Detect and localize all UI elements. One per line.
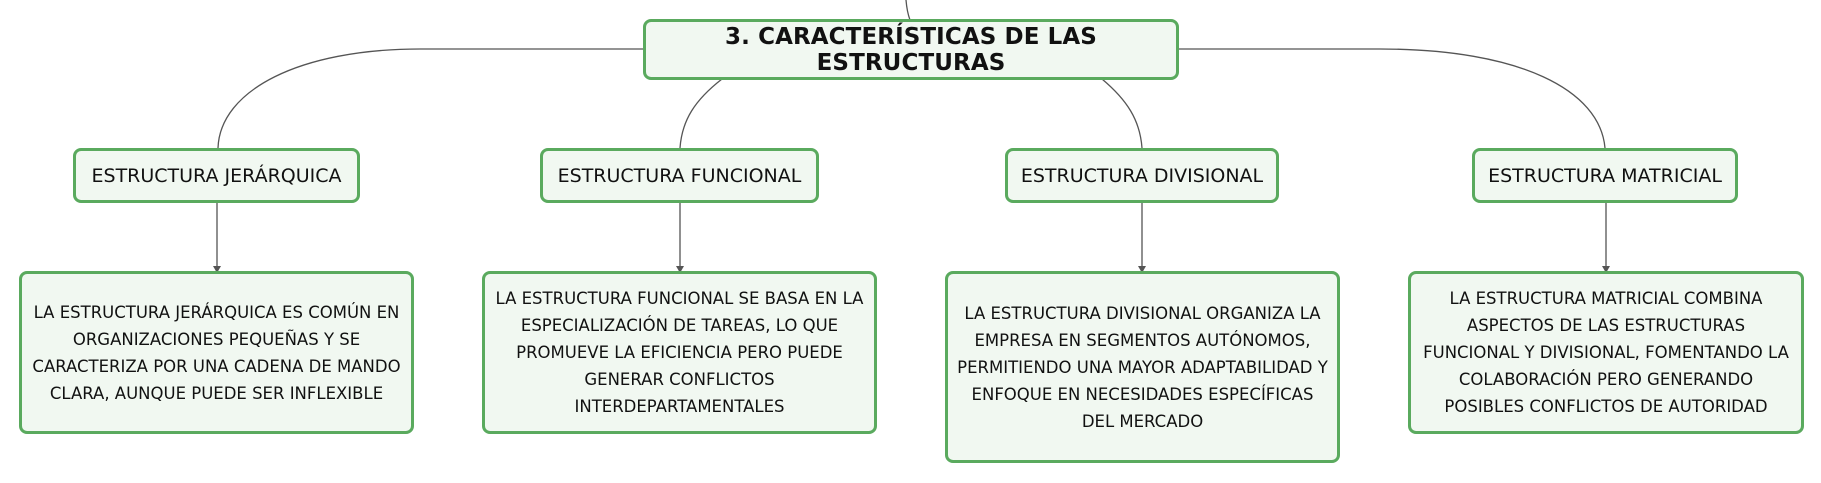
arrowhead-divisional xyxy=(1138,266,1146,273)
branch-label-divisional: ESTRUCTURA DIVISIONAL xyxy=(1020,164,1264,187)
branch-node-divisional[interactable]: ESTRUCTURA DIVISIONAL xyxy=(1005,148,1279,203)
root-topic-node[interactable]: 3. CARACTERÍSTICAS DE LAS ESTRUCTURAS xyxy=(643,19,1179,80)
branch-node-jerarquica[interactable]: ESTRUCTURA JERÁRQUICA xyxy=(73,148,360,203)
detail-node-funcional[interactable]: LA ESTRUCTURA FUNCIONAL SE BASA EN LA ES… xyxy=(482,271,877,434)
connector-root-to-divisional xyxy=(1101,78,1143,149)
root-topic-label: 3. CARACTERÍSTICAS DE LAS ESTRUCTURAS xyxy=(725,23,1097,76)
branch-node-funcional[interactable]: ESTRUCTURA FUNCIONAL xyxy=(540,148,819,203)
branch-node-matricial[interactable]: ESTRUCTURA MATRICIAL xyxy=(1472,148,1738,203)
branch-label-funcional: ESTRUCTURA FUNCIONAL xyxy=(557,164,802,187)
connector-root-to-jerarquica xyxy=(217,48,644,149)
arrowhead-jerarquica xyxy=(213,266,221,273)
detail-text-funcional: LA ESTRUCTURA FUNCIONAL SE BASA EN LA ES… xyxy=(495,289,864,416)
arrowhead-matricial xyxy=(1602,266,1610,273)
branch-label-matricial: ESTRUCTURA MATRICIAL xyxy=(1488,164,1722,187)
connector-parent-to-root xyxy=(905,0,911,21)
detail-node-matricial[interactable]: LA ESTRUCTURA MATRICIAL COMBINA ASPECTOS… xyxy=(1408,271,1804,434)
detail-node-jerarquica[interactable]: LA ESTRUCTURA JERÁRQUICA ES COMÚN EN ORG… xyxy=(19,271,414,434)
arrowhead-funcional xyxy=(676,266,684,273)
detail-text-divisional: LA ESTRUCTURA DIVISIONAL ORGANIZA LA EMP… xyxy=(957,303,1328,431)
connector-root-to-matricial xyxy=(1178,48,1606,149)
detail-text-jerarquica: LA ESTRUCTURA JERÁRQUICA ES COMÚN EN ORG… xyxy=(32,302,401,403)
branch-label-jerarquica: ESTRUCTURA JERÁRQUICA xyxy=(91,164,342,187)
detail-node-divisional[interactable]: LA ESTRUCTURA DIVISIONAL ORGANIZA LA EMP… xyxy=(945,271,1340,463)
detail-text-matricial: LA ESTRUCTURA MATRICIAL COMBINA ASPECTOS… xyxy=(1423,289,1789,416)
connector-root-to-funcional xyxy=(679,78,723,149)
